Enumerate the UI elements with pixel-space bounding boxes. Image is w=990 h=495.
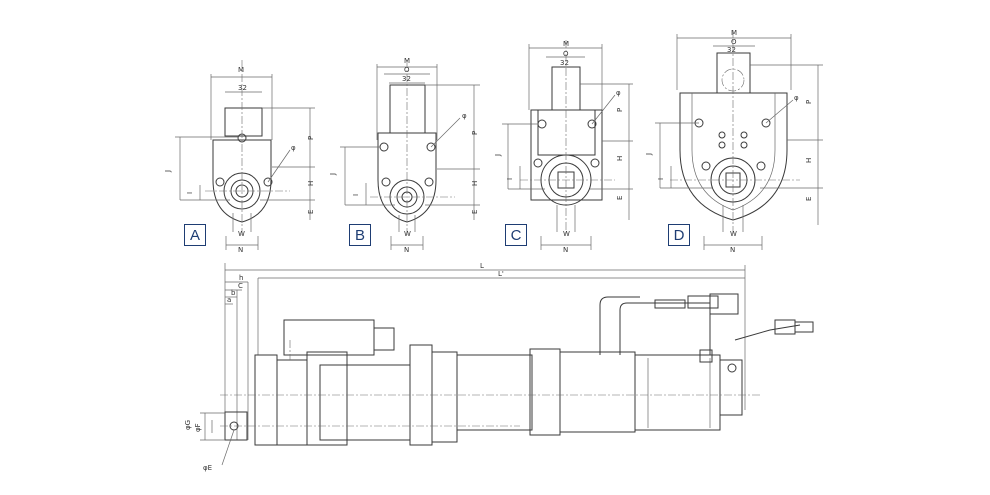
dim-phi-c: φ — [616, 89, 621, 97]
dim-e-a: E — [307, 210, 315, 214]
dim-j-d: J — [645, 153, 653, 156]
front-view-a: M 32 φ P H E J I W N — [164, 60, 315, 254]
front-view-d: M O 32 φ P H E J I — [645, 29, 823, 254]
dim-i-a: I — [186, 192, 194, 194]
variant-label-b: B — [349, 224, 371, 246]
dim-e-c: E — [616, 196, 624, 200]
dim-a-side: a — [227, 296, 231, 304]
dim-p-c: P — [616, 108, 624, 112]
dim-h-c: H — [616, 156, 624, 161]
variant-label-c: C — [505, 224, 527, 246]
dim-phi-a: φ — [291, 144, 296, 152]
dim-32-b: 32 — [402, 75, 411, 83]
front-view-c: M O 32 φ P H E J I W — [494, 40, 633, 254]
dim-n-d: N — [730, 246, 735, 254]
dim-l-prime: L' — [498, 270, 504, 278]
dim-e-d: E — [805, 197, 813, 201]
dim-m-a: M — [238, 66, 244, 74]
dim-m-d: M — [731, 29, 737, 37]
dim-32-d: 32 — [727, 46, 736, 54]
side-view: L L' h C b a φG φF φE — [184, 262, 814, 472]
dim-h-b: H — [471, 181, 479, 186]
dim-p-b: P — [471, 131, 479, 135]
dim-32-c: 32 — [560, 59, 569, 67]
dim-h-side: h — [239, 274, 243, 282]
dim-phi-f: φF — [194, 423, 202, 432]
dim-p-d: P — [805, 100, 813, 104]
dim-phi-d: φ — [794, 94, 799, 102]
dim-w-a: W — [238, 230, 245, 238]
dim-i-c: I — [506, 178, 514, 180]
dim-32-a: 32 — [238, 84, 247, 92]
dim-b-side: b — [231, 289, 236, 297]
dim-c-side: C — [238, 282, 243, 290]
front-view-b: M O 32 φ P H E J I W N — [329, 57, 480, 254]
dim-phi-b: φ — [462, 112, 467, 120]
dim-h-a: H — [307, 181, 315, 186]
dim-j-b: J — [329, 173, 337, 176]
dim-p-a: P — [307, 136, 315, 140]
variant-label-a: A — [184, 224, 206, 246]
dim-j-a: J — [164, 170, 172, 173]
dim-i-b: I — [352, 194, 360, 196]
dim-j-c: J — [494, 154, 502, 157]
dim-n-b: N — [404, 246, 409, 254]
dim-n-a: N — [238, 246, 243, 254]
dim-n-c: N — [563, 246, 568, 254]
dim-phi-g: φG — [184, 420, 192, 430]
dim-phi-e: φE — [203, 464, 212, 472]
variant-label-d: D — [668, 224, 690, 246]
dim-h-d: H — [805, 158, 813, 163]
dim-w-d: W — [730, 230, 737, 238]
dim-l: L — [480, 262, 484, 270]
dim-w-b: W — [404, 230, 411, 238]
dim-o-d: O — [731, 38, 737, 46]
dim-w-c: W — [563, 230, 570, 238]
dim-i-d: I — [657, 178, 665, 180]
dim-e-b: E — [471, 210, 479, 214]
